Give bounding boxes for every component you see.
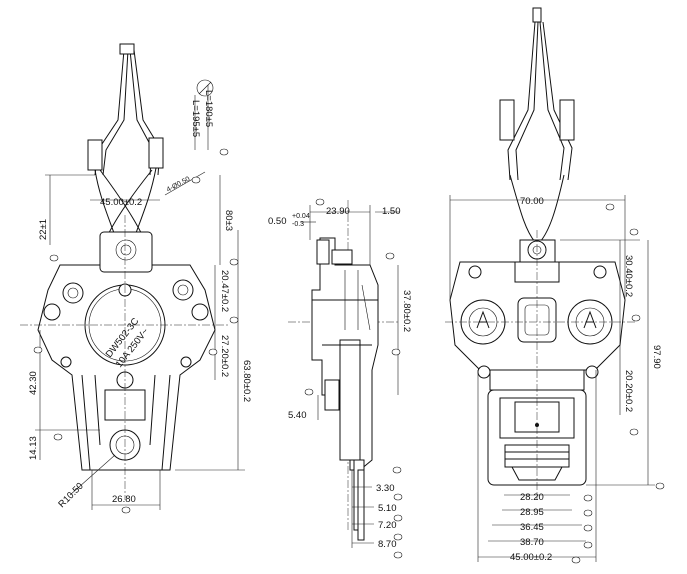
dim-right-r2: 97.90 bbox=[651, 345, 662, 369]
dim-side-b4: 8.70 bbox=[378, 539, 397, 550]
dim-side-b2: 5.10 bbox=[378, 503, 397, 514]
dim-side-top-left: 23.90 bbox=[326, 206, 350, 217]
dim-right-b2: 28.95 bbox=[520, 507, 544, 518]
dim-front-bottom-width: 26.80 bbox=[112, 494, 136, 505]
dim-front-right-c: 27.20±0.2 bbox=[219, 335, 230, 377]
right-terminal-right bbox=[559, 99, 575, 141]
dim-front-wire-a: L=195±5 bbox=[190, 100, 201, 137]
dim-right-b1: 28.20 bbox=[520, 492, 544, 503]
dim-front-left-height: 42.30 bbox=[28, 371, 39, 395]
dim-side-tol-dn: -0.3 bbox=[292, 221, 304, 228]
dim-right-top-width: 70.00 bbox=[520, 196, 544, 207]
dim-right-b4: 38.70 bbox=[520, 537, 544, 548]
dim-right-r1: 30.40±0.2 bbox=[623, 255, 634, 297]
dim-front-right-a: 80±3 bbox=[223, 210, 234, 231]
dim-front-right-b: 20.47±0.2 bbox=[219, 270, 230, 312]
front-top-block bbox=[99, 231, 153, 273]
dim-side-left-low: 5.40 bbox=[288, 410, 307, 421]
right-wire-connector-top bbox=[532, 7, 542, 23]
dim-front-left-upper: 22±1 bbox=[38, 219, 49, 240]
dim-right-b3: 36.45 bbox=[520, 522, 544, 533]
dim-side-tol: 0.50 bbox=[268, 216, 287, 227]
wire-connector-top bbox=[119, 43, 135, 55]
dim-right-b5: 45.00±0.2 bbox=[510, 552, 552, 563]
dim-side-b1: 3.30 bbox=[376, 483, 395, 494]
dim-front-angle: 4-Ø0.50 bbox=[166, 176, 192, 194]
right-terminal-left bbox=[499, 99, 515, 141]
side-view: 23.90 1.50 0.50 +0.04 -0.3 37.80±0.2 5.4… bbox=[268, 198, 412, 559]
dim-right-r3: 20.20±0.2 bbox=[623, 370, 634, 412]
dim-front-left-lower: 14.13 bbox=[28, 436, 39, 460]
dim-side-b3: 7.20 bbox=[378, 520, 397, 531]
front-view: DW502-3C 10A 250V~ 45.00±0.2 22±1 42.30 … bbox=[20, 43, 252, 514]
dim-side-tol-up: +0.04 bbox=[292, 213, 310, 220]
terminal-right bbox=[148, 137, 164, 169]
dim-front-top-width: 45.00±0.2 bbox=[100, 197, 142, 208]
dim-front-wire-b: L=180±5 bbox=[203, 90, 214, 127]
right-view: 70.00 30.40±0.2 97.90 20.20±0.2 28.20 28… bbox=[445, 7, 665, 564]
terminal-left bbox=[87, 139, 103, 171]
front-body bbox=[37, 264, 216, 471]
dim-side-top-right: 1.50 bbox=[382, 206, 401, 217]
dim-front-radius: R10.50 bbox=[56, 481, 85, 510]
dim-front-right-d: 63.80±0.2 bbox=[241, 360, 252, 402]
dim-side-height: 37.80±0.2 bbox=[401, 290, 412, 332]
